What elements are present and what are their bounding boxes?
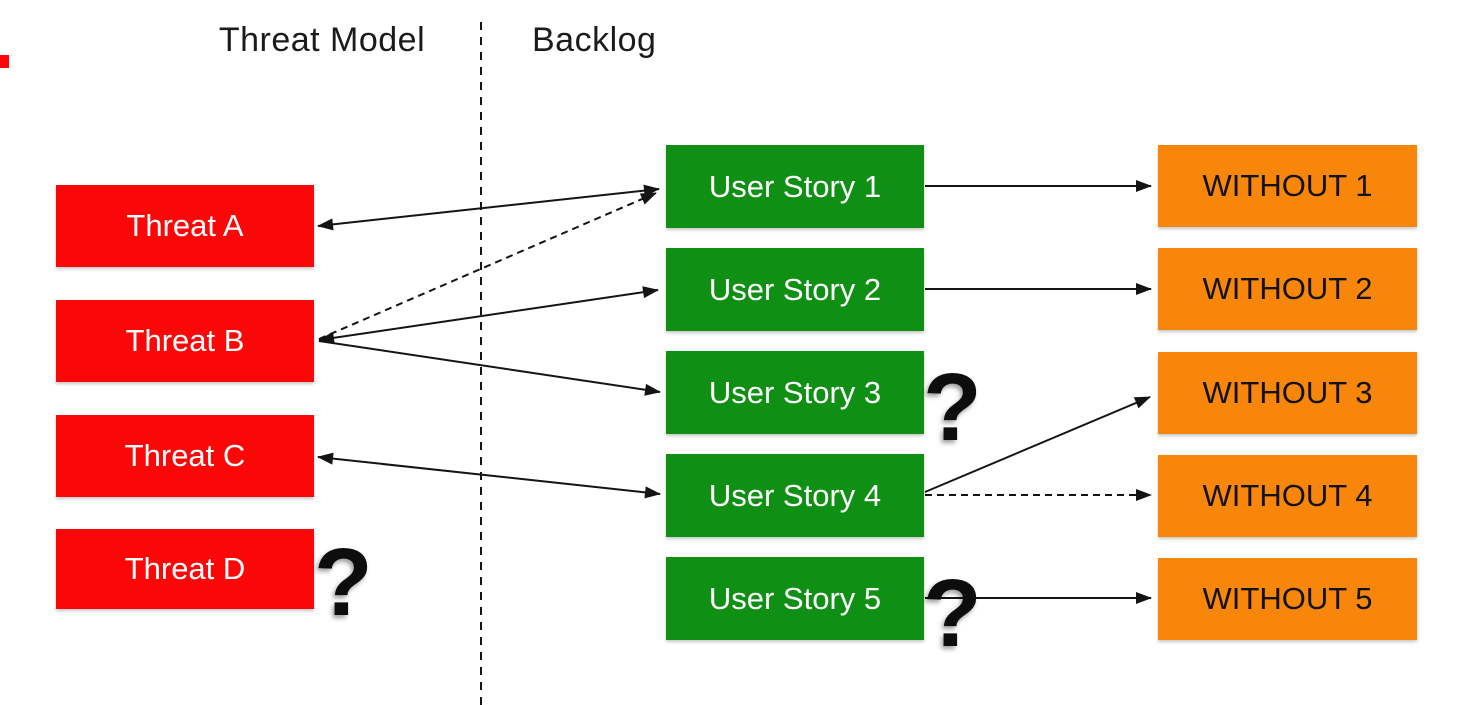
threat-b-label: Threat B <box>125 323 245 358</box>
user-story-3-box: User Story 3 <box>666 351 924 434</box>
without-3-label: WITHOUT 3 <box>1202 375 1373 410</box>
without-3-box: WITHOUT 3 <box>1158 352 1417 434</box>
arrow-threat-b-user-story-2 <box>318 286 659 344</box>
question-mark-user-story-5: ? <box>923 560 982 667</box>
threat-a-box: Threat A <box>56 185 314 267</box>
threat-d-box: Threat D <box>56 529 314 609</box>
user-story-1-box: User Story 1 <box>666 145 924 228</box>
question-mark-threat-d: ? <box>314 529 373 636</box>
arrow-threat-b-user-story-3 <box>318 340 661 396</box>
user-story-1-label: User Story 1 <box>708 168 882 204</box>
threat-model-header: Threat Model <box>218 21 426 59</box>
arrow-threat-c-user-story-4 <box>317 452 661 499</box>
without-5-box: WITHOUT 5 <box>1158 558 1417 640</box>
user-story-2-box: User Story 2 <box>666 248 924 331</box>
backlog-header: Backlog <box>532 21 657 59</box>
user-story-4-label: User Story 4 <box>708 477 882 513</box>
user-story-4-box: User Story 4 <box>666 454 924 537</box>
without-5-label: WITHOUT 5 <box>1202 581 1373 616</box>
arrow-threat-b-user-story-1-dashed <box>318 192 657 340</box>
threat-c-label: Threat C <box>124 438 246 473</box>
red-edge-artifact <box>0 55 9 68</box>
without-1-box: WITHOUT 1 <box>1158 145 1417 227</box>
threat-b-box: Threat B <box>56 300 314 382</box>
without-4-label: WITHOUT 4 <box>1202 478 1373 513</box>
threat-d-label: Threat D <box>124 551 246 586</box>
without-2-label: WITHOUT 2 <box>1202 271 1373 306</box>
threat-c-box: Threat C <box>56 415 314 497</box>
user-story-2-label: User Story 2 <box>708 271 882 307</box>
arrow-threat-a-user-story-1 <box>317 184 660 231</box>
user-story-5-box: User Story 5 <box>666 557 924 640</box>
without-2-box: WITHOUT 2 <box>1158 248 1417 330</box>
user-story-5-label: User Story 5 <box>708 580 882 616</box>
threat-a-label: Threat A <box>126 208 244 243</box>
arrow-user-story-4-without-3 <box>924 396 1151 493</box>
question-mark-user-story-3: ? <box>923 354 982 461</box>
user-story-3-label: User Story 3 <box>708 374 882 410</box>
without-4-box: WITHOUT 4 <box>1158 455 1417 537</box>
without-1-label: WITHOUT 1 <box>1202 168 1373 203</box>
